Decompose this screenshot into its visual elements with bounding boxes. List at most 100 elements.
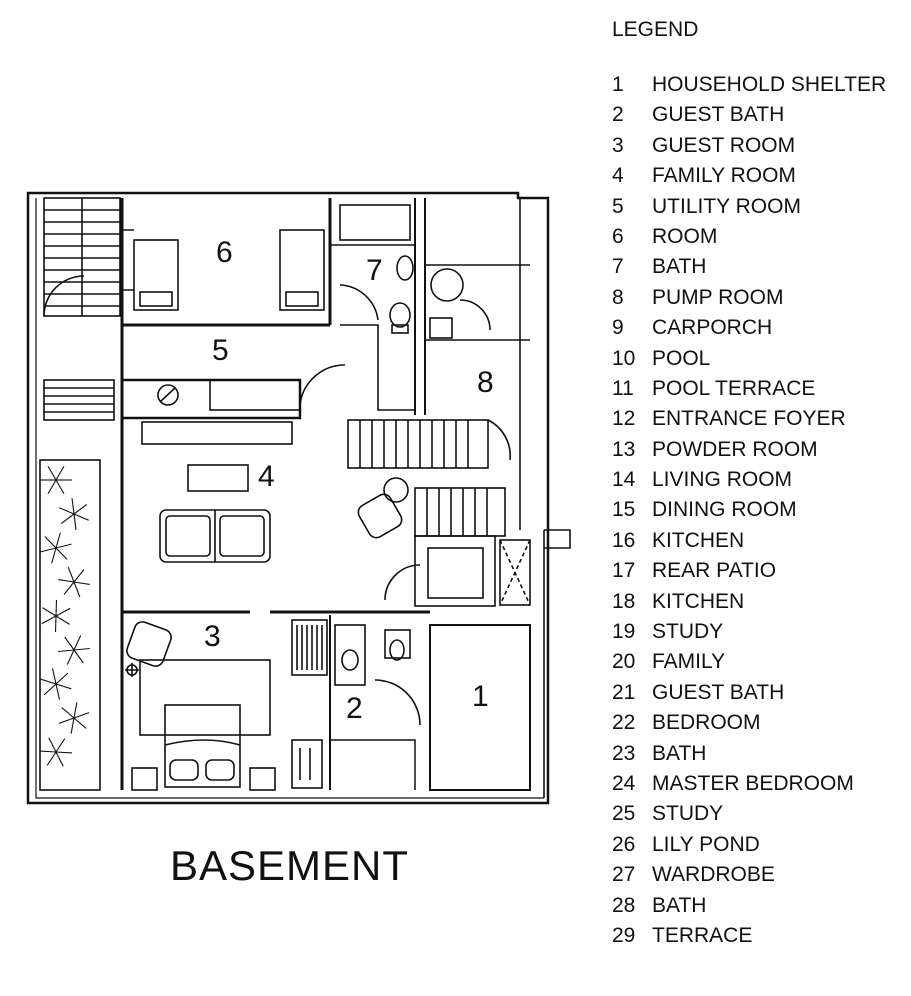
plant-leaf — [73, 717, 87, 729]
plant-leaf — [54, 615, 57, 633]
plant-leaf — [44, 536, 57, 549]
plant-leaf — [55, 532, 61, 549]
legend-item-label: BATH — [652, 741, 707, 765]
main-stair — [347, 419, 512, 537]
legend-item-label: MASTER BEDROOM — [652, 771, 854, 795]
room-label-utility-room: 5 — [212, 334, 229, 367]
plant-leaf — [42, 607, 57, 617]
plant-leaf — [64, 636, 75, 651]
legend-item-label: FAMILY ROOM — [652, 164, 796, 188]
plant-leaf — [73, 503, 88, 515]
legend-item: 14 LIVING ROOM — [612, 465, 886, 495]
plant-leaf — [47, 479, 57, 495]
plant-leaf — [73, 635, 82, 651]
legend-item-label: LIVING ROOM — [652, 468, 793, 492]
legend-item-label: KITCHEN — [652, 589, 745, 613]
pump-room-fixtures — [429, 268, 491, 339]
plant-leaf — [66, 649, 75, 665]
lift — [384, 535, 531, 607]
legend-item: 20 FAMILY — [612, 647, 886, 677]
legend-item-label: ENTRANCE FOYER — [652, 407, 846, 431]
legend-item-label: TERRACE — [652, 923, 753, 947]
legend-item-number: 17 — [612, 559, 636, 583]
legend-item-label: WARDROBE — [652, 863, 775, 887]
legend-item: 8 PUMP ROOM — [612, 283, 886, 313]
legend-item: 13 POWDER ROOM — [612, 435, 886, 465]
legend-item-label: DINING ROOM — [652, 498, 797, 522]
legend-item-number: 19 — [612, 620, 636, 644]
plant-leaf — [73, 647, 90, 651]
legend-item-label: REAR PATIO — [652, 559, 777, 583]
legend-item-number: 1 — [612, 73, 624, 96]
legend-item: 18 KITCHEN — [612, 587, 886, 617]
plant-leaf — [63, 581, 75, 595]
legend-item-number: 25 — [612, 802, 636, 826]
legend-item-number: 20 — [612, 650, 636, 674]
plant-leaf — [55, 479, 65, 495]
guest-room-furniture — [125, 619, 328, 791]
room-label-family-room: 4 — [258, 460, 275, 493]
plant-leaf — [73, 712, 90, 719]
legend-item-number: 13 — [612, 437, 636, 461]
legend-item-label: ROOM — [652, 224, 718, 248]
interior-walls — [120, 198, 531, 791]
legend-item-label: BEDROOM — [652, 711, 761, 735]
legend-item-label: PUMP ROOM — [652, 285, 784, 309]
legend-item-label: GUEST BATH — [652, 103, 785, 127]
plant-leaf — [60, 513, 75, 525]
room-label-guest-room: 3 — [204, 620, 221, 653]
plant-leaf — [73, 569, 85, 583]
legend-item-label: STUDY — [652, 620, 724, 644]
legend-item-label: KITCHEN — [652, 528, 745, 552]
plant-leaf — [40, 547, 57, 553]
legend-item-label: FAMILY — [652, 650, 726, 674]
plant-leaf — [55, 672, 69, 685]
legend-item-number: 14 — [612, 468, 636, 492]
plant-leaf — [58, 649, 75, 653]
legend-item-label: BATH — [652, 255, 707, 279]
family-room-furniture — [141, 421, 409, 563]
plant-leaf — [39, 750, 57, 753]
legend-item-number: 22 — [612, 711, 636, 735]
plant-leaf — [55, 465, 65, 481]
plant-leaf — [55, 547, 68, 560]
plant-leaf — [55, 607, 71, 617]
utility-counter — [157, 379, 301, 411]
bath7-fixtures — [339, 204, 414, 334]
plant-leaf — [73, 513, 89, 521]
legend-item-label: STUDY — [652, 802, 724, 826]
plant-leaf — [70, 717, 75, 734]
legend-item-label: HOUSEHOLD SHELTER — [652, 73, 887, 96]
plant-leaf — [55, 751, 73, 754]
plant-leaf — [55, 615, 70, 625]
legend-item: 2 GUEST BATH — [612, 100, 886, 130]
plant-leaf — [71, 498, 75, 515]
legend-title: LEGEND — [612, 18, 699, 41]
legend-item-label: CARPORCH — [652, 316, 773, 340]
plant-leaf — [41, 615, 57, 625]
legend-item-number: 18 — [612, 589, 636, 613]
floor-plan: 1 2 3 4 5 6 7 8 — [26, 191, 571, 805]
plant-leaf — [73, 702, 78, 719]
room-labels: 1 2 3 4 5 6 7 8 — [204, 236, 494, 725]
legend-item-number: 8 — [612, 285, 624, 309]
legend-item-label: POWDER ROOM — [652, 437, 818, 461]
legend-item-number: 29 — [612, 923, 636, 947]
plant-leaf — [48, 737, 57, 753]
legend-item-number: 2 — [612, 103, 624, 127]
plant-leaf — [51, 547, 57, 564]
legend-item-label: LILY POND — [652, 832, 760, 856]
plant-leaf — [55, 683, 61, 700]
legend-item-number: 6 — [612, 224, 624, 248]
legend-item-number: 28 — [612, 893, 636, 917]
legend-item-number: 10 — [612, 346, 636, 370]
plant-leaf — [61, 707, 75, 719]
